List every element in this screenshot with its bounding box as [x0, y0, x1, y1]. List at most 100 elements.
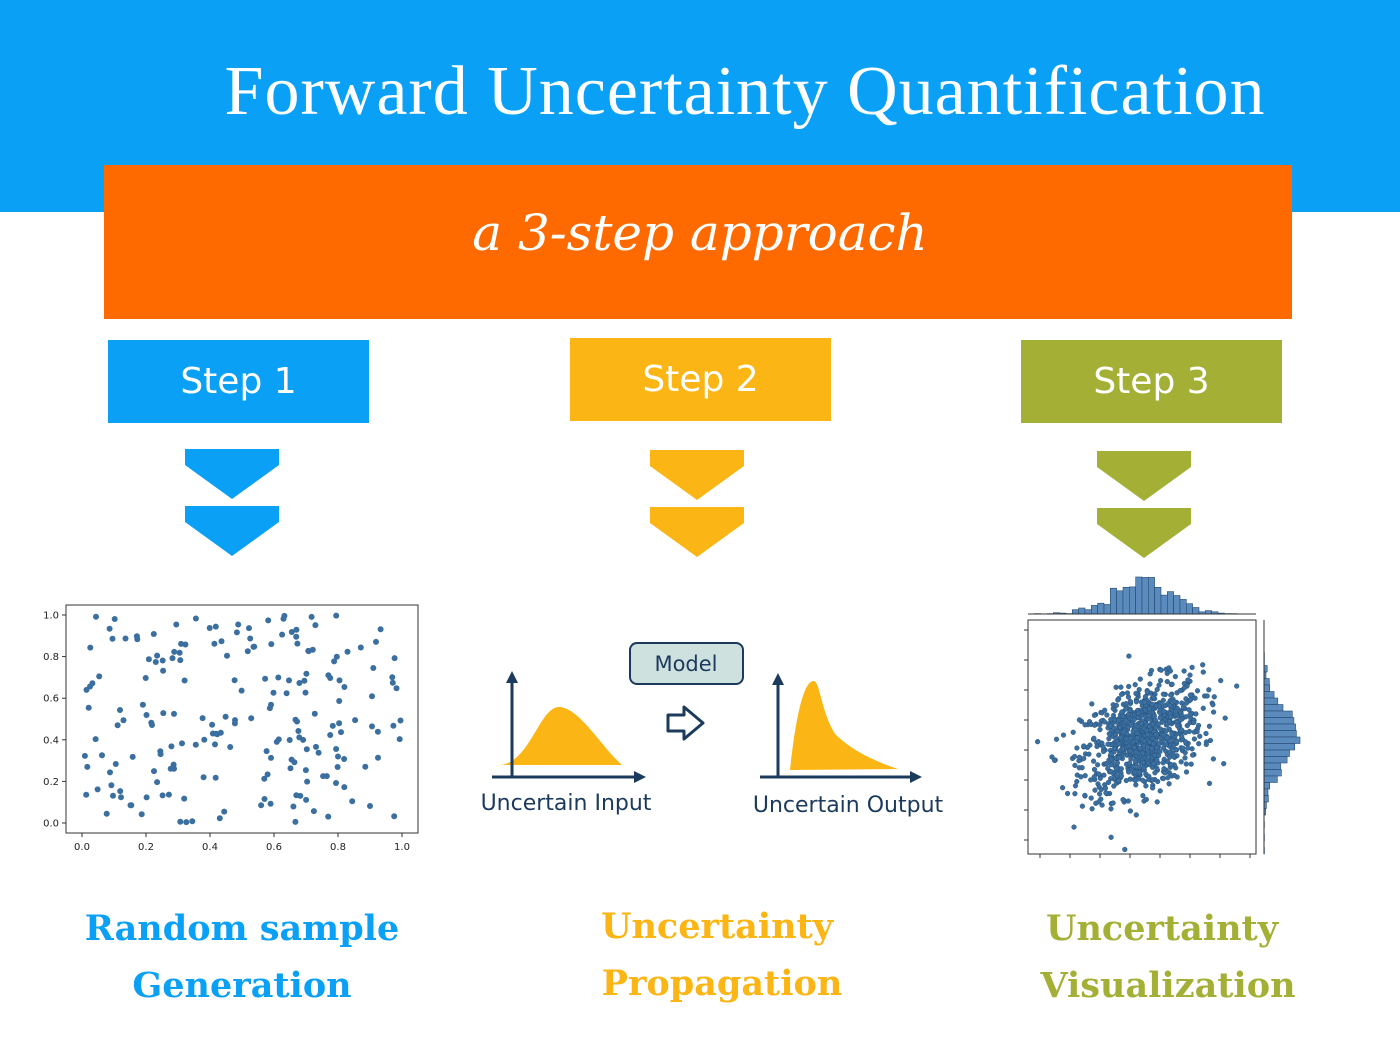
- histogram-bar: [1263, 788, 1269, 796]
- sample-point: [112, 761, 119, 767]
- joint-point: [1166, 781, 1172, 787]
- sample-point: [264, 771, 271, 778]
- sample-point: [142, 675, 149, 681]
- joint-point: [1137, 746, 1143, 752]
- sample-point: [109, 635, 116, 642]
- joint-point: [1133, 699, 1140, 705]
- joint-point: [1140, 777, 1146, 783]
- joint-point: [1049, 754, 1055, 760]
- sample-point: [160, 667, 167, 674]
- sample-point: [370, 665, 377, 671]
- joint-point: [1152, 770, 1158, 776]
- sample-point: [293, 792, 300, 799]
- joint-point: [1118, 684, 1124, 690]
- histogram-bar: [1110, 587, 1117, 615]
- joint-point: [1138, 721, 1144, 727]
- joint-point: [1122, 846, 1128, 853]
- sample-point: [352, 717, 359, 724]
- right-marginal-histogram: [1263, 652, 1301, 855]
- histogram-bar: [1263, 736, 1301, 744]
- joint-point: [1142, 694, 1149, 700]
- sample-point: [117, 707, 123, 713]
- sample-point: [341, 684, 348, 690]
- joint-point: [1200, 669, 1206, 675]
- joint-point: [1119, 709, 1125, 715]
- joint-point: [1164, 678, 1170, 685]
- joint-point: [1142, 699, 1148, 705]
- joint-point: [1147, 681, 1153, 687]
- step-2-caption-line1: Uncertainty: [600, 906, 834, 947]
- joint-point: [1116, 755, 1122, 761]
- sample-point: [181, 677, 188, 684]
- step-1-box: Step 1: [108, 340, 369, 423]
- joint-point: [1123, 778, 1129, 784]
- joint-point: [1081, 756, 1087, 762]
- joint-point: [1123, 718, 1129, 724]
- joint-point: [1154, 799, 1160, 805]
- step-2-caption-line2: Propagation: [601, 963, 843, 1004]
- joint-point: [1156, 682, 1162, 688]
- sample-point: [107, 769, 113, 776]
- joint-point: [1131, 744, 1138, 751]
- joint-point: [1108, 756, 1115, 762]
- histogram-bar: [1078, 607, 1086, 615]
- sample-point: [290, 803, 297, 810]
- histogram-bar: [1263, 723, 1296, 731]
- joint-point: [1074, 745, 1080, 751]
- joint-point: [1185, 745, 1191, 751]
- joint-point: [1114, 760, 1121, 766]
- joint-point: [1096, 791, 1103, 797]
- step-3-caption-line1: Uncertainty: [1045, 908, 1279, 949]
- joint-point: [1136, 770, 1142, 776]
- joint-point: [1136, 764, 1142, 770]
- joint-point: [1089, 701, 1095, 707]
- joint-point: [1146, 713, 1152, 719]
- sample-point: [303, 746, 310, 753]
- sample-point: [367, 803, 373, 809]
- histogram-bar: [1192, 607, 1200, 615]
- joint-point: [1097, 727, 1103, 733]
- sample-point: [139, 701, 146, 708]
- joint-point: [1127, 698, 1134, 705]
- histogram-bar: [1122, 586, 1130, 615]
- joint-point: [1120, 797, 1126, 803]
- joint-point: [1203, 730, 1209, 737]
- sample-point: [154, 652, 161, 659]
- joint-point: [1153, 732, 1159, 738]
- sample-point: [288, 629, 295, 635]
- sample-point: [262, 675, 269, 682]
- joint-point: [1134, 735, 1141, 741]
- sample-point: [176, 649, 183, 656]
- sample-point: [344, 648, 351, 655]
- joint-point: [1107, 723, 1114, 729]
- joint-point: [1108, 776, 1114, 782]
- joint-point: [1116, 717, 1122, 724]
- sample-point: [165, 791, 172, 798]
- sample-point: [333, 746, 340, 752]
- sample-point: [311, 710, 318, 717]
- sample-point: [336, 698, 343, 704]
- joint-point: [1072, 762, 1078, 769]
- step-3-caption-line2: Visualization: [1040, 965, 1296, 1006]
- sample-point: [268, 641, 275, 648]
- histogram-bar: [1179, 599, 1187, 615]
- sample-point: [238, 687, 245, 694]
- joint-point: [1218, 677, 1224, 684]
- sample-point: [94, 786, 101, 793]
- sample-point: [286, 737, 293, 743]
- step-1-caption: Random sample Generation: [62, 900, 422, 1014]
- sample-point: [120, 717, 127, 724]
- joint-point: [1064, 790, 1071, 797]
- sample-point: [261, 796, 268, 802]
- joint-point: [1182, 739, 1189, 745]
- sample-point: [270, 689, 277, 696]
- joint-point: [1169, 681, 1175, 687]
- sample-point: [200, 774, 207, 781]
- sample-point: [212, 623, 219, 630]
- sample-point: [265, 617, 272, 624]
- uncertainty-joint-plot: [1024, 576, 1301, 858]
- sample-point: [303, 796, 310, 803]
- joint-point: [1101, 719, 1108, 725]
- joint-point: [1108, 751, 1114, 757]
- sample-point: [108, 782, 115, 789]
